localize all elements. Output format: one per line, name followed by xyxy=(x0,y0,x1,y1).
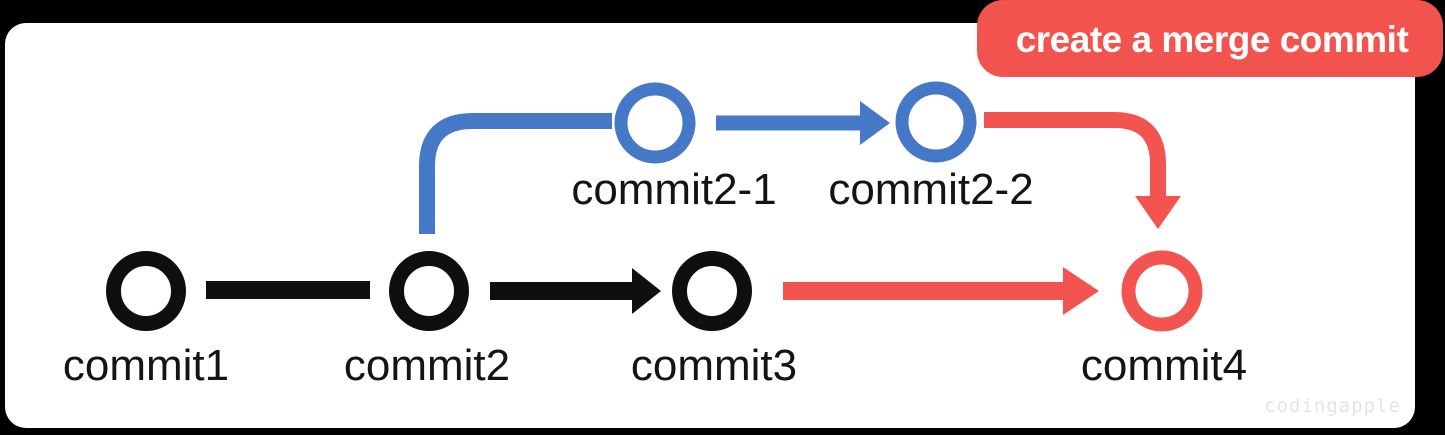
watermark: codingapple xyxy=(1264,395,1401,417)
merge-commit-badge: create a merge commit xyxy=(977,0,1443,77)
arrowhead-commit2-to-commit3 xyxy=(632,268,661,314)
arrowhead-commit2-2-to-commit4 xyxy=(1135,196,1181,229)
node-commit2 xyxy=(389,251,469,331)
label-commit4: commit4 xyxy=(1081,341,1247,390)
node-commit2-1 xyxy=(614,82,696,164)
arrowhead-commit3-to-commit4 xyxy=(1063,267,1099,315)
node-labels: commit1 commit2 commit3 commit2-1 commit… xyxy=(63,165,1247,390)
label-commit2-2: commit2-2 xyxy=(828,165,1033,214)
edge-commit2-to-commit2-1 xyxy=(419,113,612,234)
node-commit4 xyxy=(1121,250,1203,332)
label-commit1: commit1 xyxy=(63,341,229,390)
edge-commit2-2-to-commit4 xyxy=(984,112,1166,197)
label-commit3: commit3 xyxy=(631,341,797,390)
merge-commit-badge-background xyxy=(977,0,1443,77)
node-commit1 xyxy=(106,251,186,331)
node-commit2-2 xyxy=(895,81,977,163)
node-commit3 xyxy=(672,251,752,331)
arrowhead-commit2-1-to-commit2-2 xyxy=(860,101,890,145)
label-commit2: commit2 xyxy=(344,341,510,390)
label-commit2-1: commit2-1 xyxy=(571,165,776,214)
nodes xyxy=(106,81,1203,332)
edges xyxy=(206,101,1181,315)
merge-commit-badge-label: create a merge commit xyxy=(1016,19,1409,60)
